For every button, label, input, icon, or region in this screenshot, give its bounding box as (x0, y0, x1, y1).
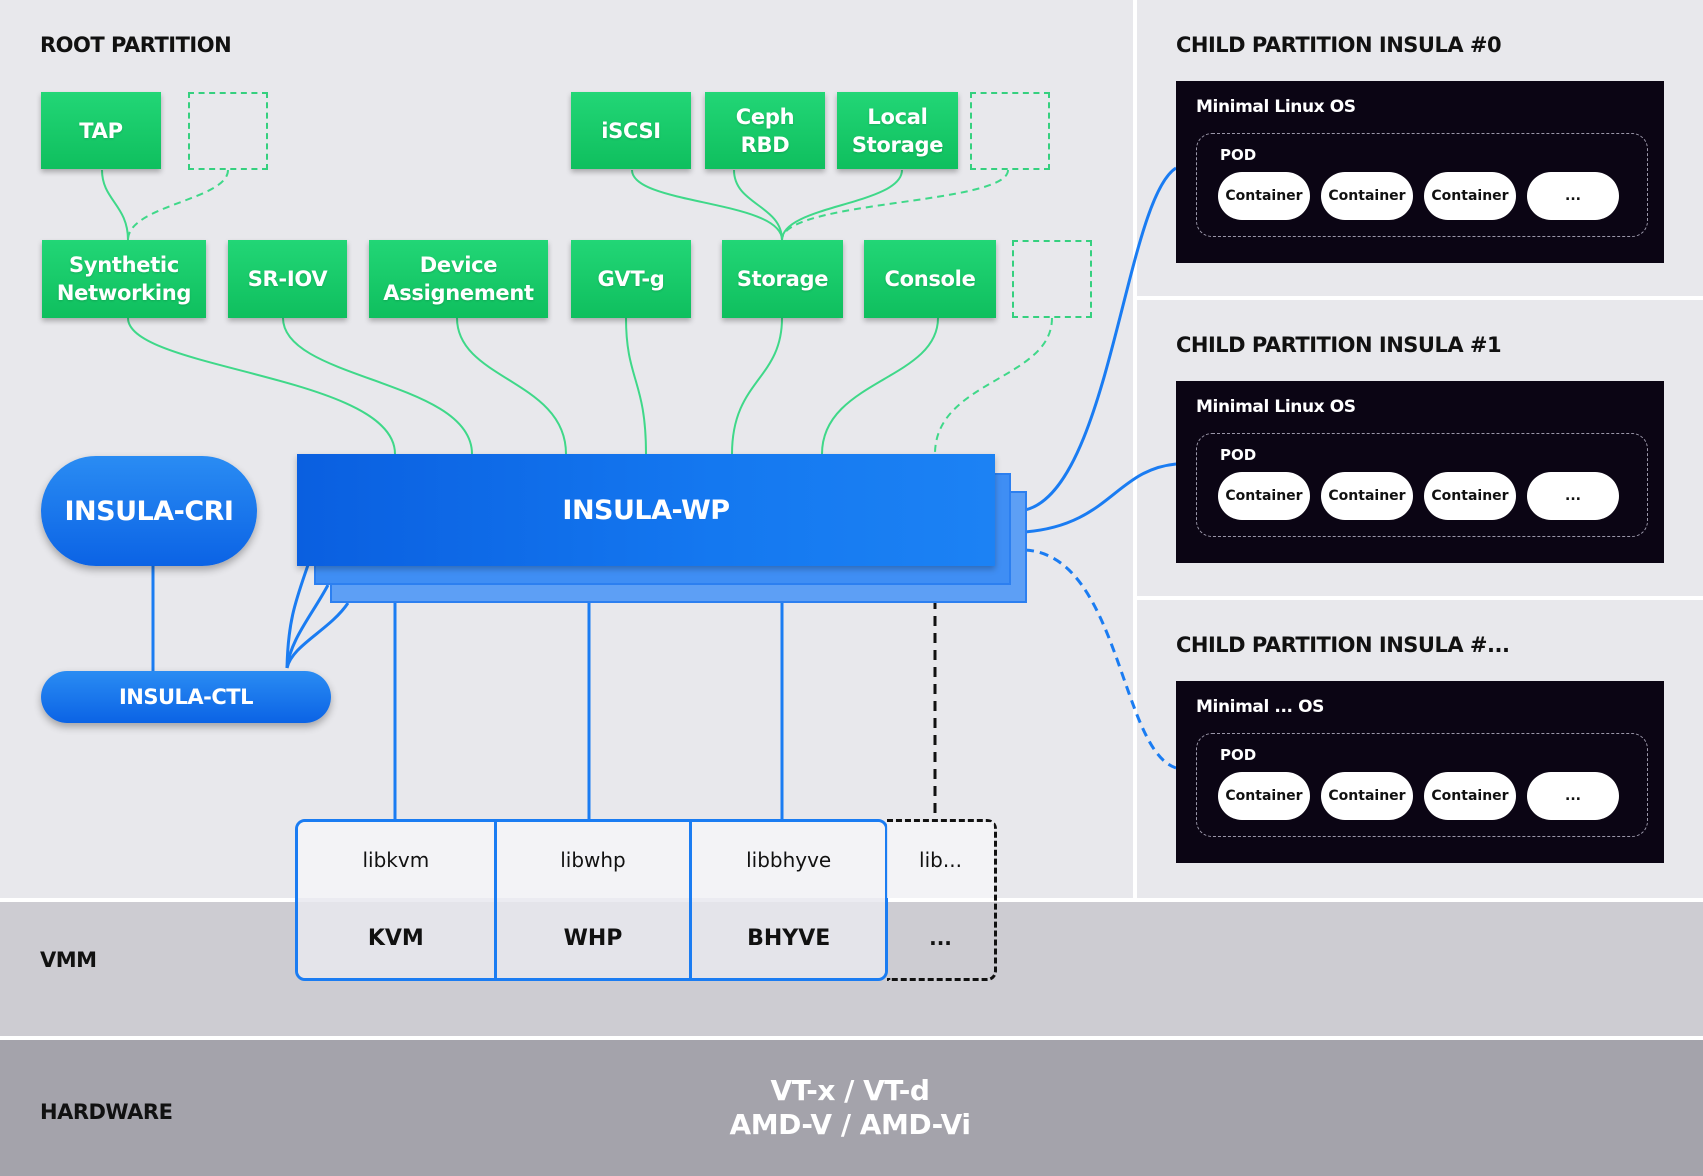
pod-label-1: POD (1220, 446, 1257, 464)
lib-more-top: lib... (887, 822, 994, 898)
iscsi-box: iSCSI (571, 92, 691, 169)
hardware-label: HARDWARE (40, 1100, 173, 1124)
root-partition-area (0, 0, 1133, 898)
console-box: Console (864, 240, 996, 318)
insula-cri: INSULA-CRI (41, 456, 257, 566)
lib-more-bottom: ... (929, 926, 952, 950)
vmm-library-table: libkvm libwhp libbhyve KVM WHP BHYVE (295, 819, 888, 981)
gvt-g-box: GVT-g (571, 240, 691, 318)
divider-horizontal-hardware (0, 1036, 1703, 1040)
container-2-0: Container (1218, 772, 1310, 820)
divider-child-1 (1137, 596, 1703, 600)
local-storage-box: Local Storage (837, 92, 958, 169)
tap-box: TAP (41, 92, 161, 169)
os-label-0: Minimal Linux OS (1196, 97, 1356, 117)
child-partition-title-2: CHILD PARTITION INSULA #... (1176, 633, 1510, 657)
container-0-1: Container (1321, 172, 1413, 220)
placeholder-box-device (1012, 240, 1092, 318)
pod-0: POD Container Container Container ... (1196, 133, 1648, 237)
ceph-rbd-box: Ceph RBD (705, 92, 825, 169)
container-0-2: Container (1424, 172, 1516, 220)
os-label-2: Minimal ... OS (1196, 697, 1324, 717)
container-1-1: Container (1321, 472, 1413, 520)
placeholder-box-storage (970, 92, 1050, 170)
container-2-more: ... (1527, 772, 1619, 820)
lib-name-2: libbhyve (689, 822, 885, 898)
sr-iov-box: SR-IOV (228, 240, 347, 318)
pod-2: POD Container Container Container ... (1196, 733, 1648, 837)
container-1-more: ... (1527, 472, 1619, 520)
container-2-1: Container (1321, 772, 1413, 820)
vmm-label: VMM (40, 948, 97, 972)
lib-more-box: lib... ... (887, 819, 997, 981)
pod-label-2: POD (1220, 746, 1257, 764)
child-partition-title-1: CHILD PARTITION INSULA #1 (1176, 333, 1502, 357)
lib-name-0: libkvm (298, 822, 494, 898)
insula-wp: INSULA-WP (297, 454, 995, 566)
synthetic-networking-box: Synthetic Networking (42, 240, 206, 318)
root-partition-label: ROOT PARTITION (40, 33, 232, 57)
os-box-2: Minimal ... OS POD Container Container C… (1176, 681, 1664, 863)
os-box-1: Minimal Linux OS POD Container Container… (1176, 381, 1664, 563)
os-box-0: Minimal Linux OS POD Container Container… (1176, 81, 1664, 263)
divider-vertical (1133, 0, 1137, 898)
storage-box: Storage (722, 240, 843, 318)
vmm-name-0: KVM (298, 898, 494, 978)
container-1-2: Container (1424, 472, 1516, 520)
divider-child-0 (1137, 296, 1703, 300)
container-1-0: Container (1218, 472, 1310, 520)
hardware-band (0, 1040, 1703, 1176)
pod-1: POD Container Container Container ... (1196, 433, 1648, 537)
placeholder-box-tap (188, 92, 268, 170)
hardware-virtualization-text: VT-x / VT-d AMD-V / AMD-Vi (729, 1074, 971, 1141)
container-2-2: Container (1424, 772, 1516, 820)
child-partition-title-0: CHILD PARTITION INSULA #0 (1176, 33, 1502, 57)
lib-name-1: libwhp (493, 822, 690, 898)
container-0-more: ... (1527, 172, 1619, 220)
vmm-name-2: BHYVE (689, 898, 885, 978)
os-label-1: Minimal Linux OS (1196, 397, 1356, 417)
vmm-name-1: WHP (493, 898, 690, 978)
pod-label-0: POD (1220, 146, 1257, 164)
insula-ctl: INSULA-CTL (41, 671, 331, 723)
container-0-0: Container (1218, 172, 1310, 220)
device-assignment-box: Device Assignement (369, 240, 548, 318)
